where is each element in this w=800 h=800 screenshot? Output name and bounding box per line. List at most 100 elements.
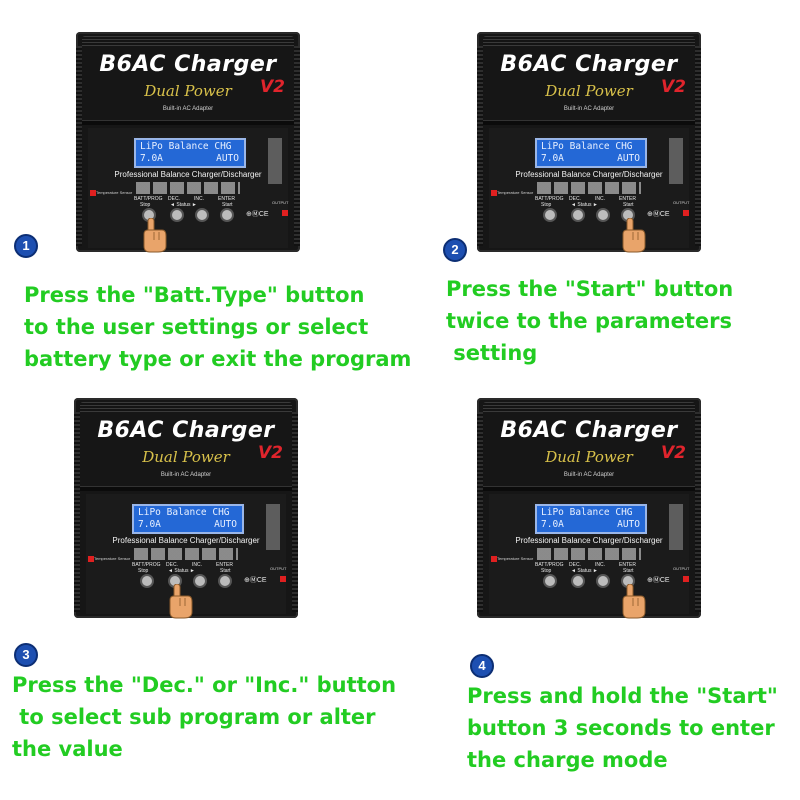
label-status: ◄ Status ►	[571, 568, 598, 574]
batt-prog-button[interactable]	[543, 574, 557, 588]
batt-prog-button[interactable]	[543, 208, 557, 222]
sensor-port-icon	[491, 190, 497, 196]
heatsink-fins	[82, 36, 294, 46]
spec-chart	[134, 548, 238, 560]
spec-chart	[537, 548, 641, 560]
instruction-line: twice to the parameters	[446, 309, 732, 333]
charger-brand: B6AC Charger	[99, 52, 277, 77]
instruction-line: to select sub program or alter	[12, 705, 376, 729]
temperature-sensor-label: Temperature Sensor	[96, 190, 133, 195]
lcd-line-1: LiPo Balance CHG	[140, 141, 232, 152]
label-status: ◄ Status ►	[170, 202, 197, 208]
charger-brand: B6AC Charger	[500, 52, 678, 77]
charger-version: V2	[661, 77, 686, 97]
batt-prog-button[interactable]	[140, 574, 154, 588]
label-status: ◄ Status ►	[168, 568, 195, 574]
instruction-line: Press the "Start" button	[446, 277, 734, 301]
charger-version: V2	[260, 77, 285, 97]
inc-button[interactable]	[195, 208, 209, 222]
lcd-mode: AUTO	[617, 519, 640, 530]
label-start: Start	[623, 202, 634, 208]
enter-button[interactable]	[218, 574, 232, 588]
label-dec: DEC.	[569, 562, 581, 568]
charger-version: V2	[258, 443, 283, 463]
step-number-badge: 1	[14, 234, 38, 258]
case-divider	[483, 120, 695, 125]
charger-brand: B6AC Charger	[500, 418, 678, 443]
step-number-badge: 3	[14, 643, 38, 667]
output-label: OUTPUT	[673, 200, 690, 205]
step-instructions: Press the "Start" button twice to the par…	[446, 273, 733, 369]
label-enter: ENTER	[218, 196, 235, 202]
output-port-icon	[683, 210, 689, 216]
label-enter: ENTER	[619, 196, 636, 202]
enter-button[interactable]	[220, 208, 234, 222]
adapter-text: Built-in AC Adapter	[162, 106, 214, 112]
label-enter: ENTER	[619, 562, 636, 568]
output-port-icon	[280, 576, 286, 582]
case-divider	[80, 486, 292, 491]
panel-title: Professional Balance Charger/Discharger	[515, 536, 663, 545]
dec-button[interactable]	[571, 574, 585, 588]
charger-image: B6AC Charger Dual Power V2 Built-in AC A…	[477, 398, 701, 619]
label-batt-prog: BATT/PROG	[535, 562, 564, 568]
inc-button[interactable]	[193, 574, 207, 588]
lcd-display: LiPo Balance CHG 7.0A AUTO	[134, 138, 246, 168]
dec-button[interactable]	[170, 208, 184, 222]
instruction-line: battery type or exit the program	[24, 347, 412, 371]
step-instructions: Press the "Dec." or "Inc." button to sel…	[12, 669, 396, 765]
side-label	[669, 138, 683, 184]
lcd-display: LiPo Balance CHG 7.0A AUTO	[535, 138, 647, 168]
case-divider	[82, 120, 294, 125]
heatsink-left	[477, 412, 483, 612]
label-inc: INC.	[595, 196, 605, 202]
spec-chart	[136, 182, 240, 194]
charger-subtitle: Dual Power	[142, 448, 230, 466]
lcd-line-2: 7.0A	[138, 519, 161, 530]
inc-button[interactable]	[596, 574, 610, 588]
adapter-text: Built-in AC Adapter	[563, 106, 615, 112]
output-port-icon	[282, 210, 288, 216]
certification-marks: ⊕ⓂCE	[647, 577, 670, 584]
heatsink-left	[76, 46, 82, 246]
charger-subtitle: Dual Power	[545, 82, 633, 100]
label-stop: Stop	[541, 568, 552, 574]
output-port-icon	[683, 576, 689, 582]
charger-image: B6AC Charger Dual Power V2 Built-in AC A…	[477, 32, 701, 253]
label-stop: Stop	[140, 202, 151, 208]
label-enter: ENTER	[216, 562, 233, 568]
instruction-line: to the user settings or select	[24, 315, 369, 339]
label-start: Start	[222, 202, 233, 208]
charger-image: B6AC Charger Dual Power V2 Built-in AC A…	[76, 32, 300, 253]
certification-marks: ⊕ⓂCE	[244, 577, 267, 584]
lcd-mode: AUTO	[617, 153, 640, 164]
instruction-line: setting	[446, 341, 538, 365]
inc-button[interactable]	[596, 208, 610, 222]
dec-button[interactable]	[571, 208, 585, 222]
label-batt-prog: BATT/PROG	[134, 196, 163, 202]
side-label	[669, 504, 683, 550]
instruction-line: the value	[12, 737, 123, 761]
panel-title: Professional Balance Charger/Discharger	[114, 170, 262, 179]
label-inc: INC.	[595, 562, 605, 568]
instruction-line: Press the "Dec." or "Inc." button	[12, 673, 397, 697]
label-inc: INC.	[192, 562, 202, 568]
heatsink-right	[292, 412, 298, 612]
lcd-line-2: 7.0A	[541, 519, 564, 530]
heatsink-fins	[483, 36, 695, 46]
output-label: OUTPUT	[673, 566, 690, 571]
label-batt-prog: BATT/PROG	[535, 196, 564, 202]
lcd-line-1: LiPo Balance CHG	[541, 141, 633, 152]
certification-marks: ⊕ⓂCE	[647, 211, 670, 218]
heatsink-left	[477, 46, 483, 246]
label-start: Start	[220, 568, 231, 574]
lcd-mode: AUTO	[216, 153, 239, 164]
heatsink-right	[294, 46, 300, 246]
charger-image: B6AC Charger Dual Power V2 Built-in AC A…	[74, 398, 298, 619]
step-instructions: Press the "Batt.Type" button to the user …	[24, 279, 411, 375]
label-dec: DEC.	[569, 196, 581, 202]
instruction-line: Press the "Batt.Type" button	[24, 283, 365, 307]
label-stop: Stop	[138, 568, 149, 574]
lcd-line-2: 7.0A	[140, 153, 163, 164]
temperature-sensor-label: Temperature Sensor	[497, 556, 534, 561]
